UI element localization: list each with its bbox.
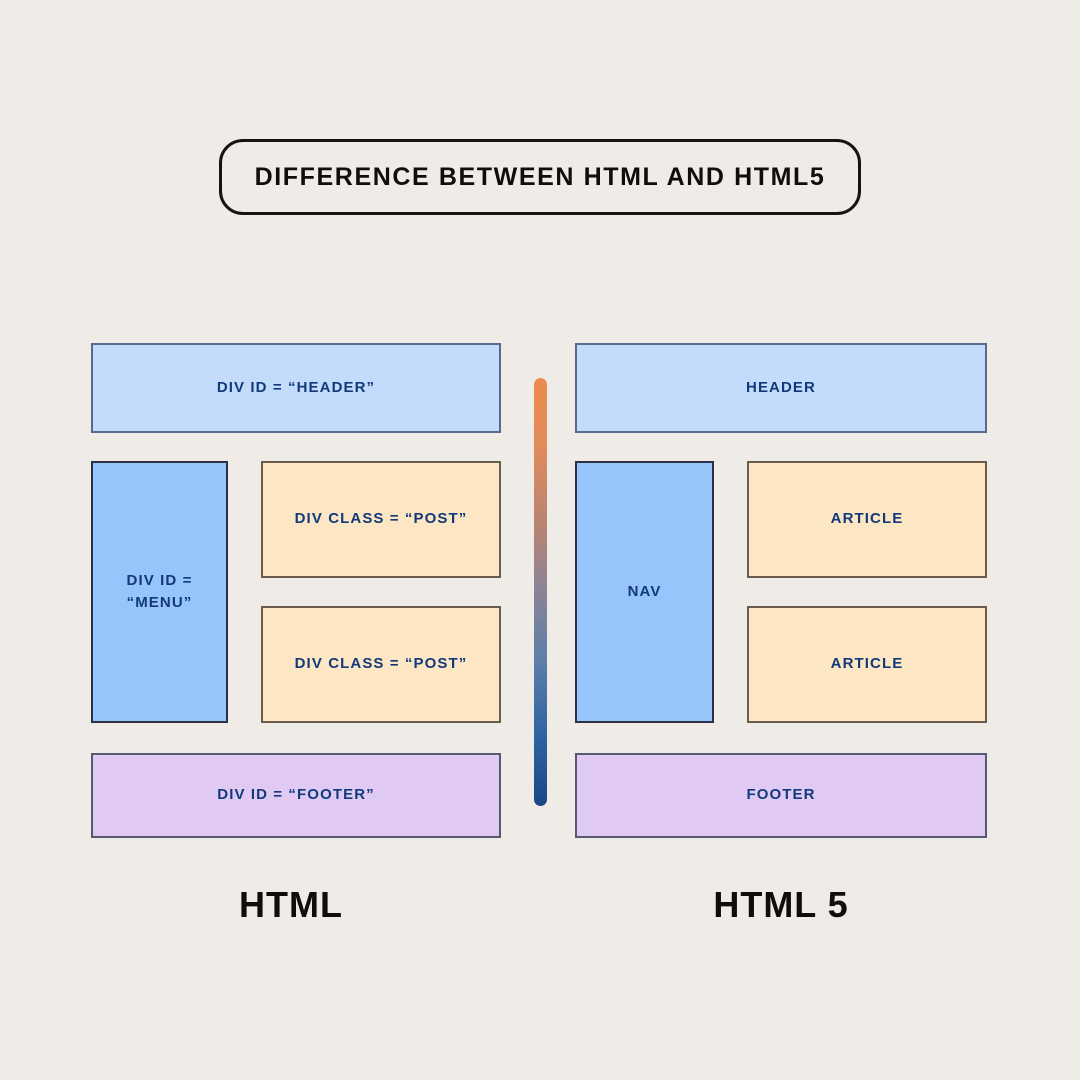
html5-nav-box: NAV xyxy=(575,461,714,723)
caption-html: HTML xyxy=(239,884,343,925)
gradient-divider xyxy=(534,378,547,806)
html-menu-box: DIV ID =“MENU” xyxy=(91,461,228,723)
html-post-box-1: DIV CLASS = “POST” xyxy=(261,461,501,578)
title-box: DIFFERENCE BETWEEN HTML AND HTML5 xyxy=(219,139,861,215)
html5-article-box-1: ARTICLE xyxy=(747,461,987,578)
html5-header-box: HEADER xyxy=(575,343,987,433)
html5-footer-box: FOOTER xyxy=(575,753,987,838)
html-menu-label: DIV ID =“MENU” xyxy=(126,571,193,612)
html-footer-box: DIV ID = “FOOTER” xyxy=(91,753,501,838)
page-title: DIFFERENCE BETWEEN HTML AND HTML5 xyxy=(254,162,826,191)
html-post-box-2: DIV CLASS = “POST” xyxy=(261,606,501,723)
html5-article-box-2: ARTICLE xyxy=(747,606,987,723)
caption-html5: HTML 5 xyxy=(713,884,849,925)
html-header-box: DIV ID = “HEADER” xyxy=(91,343,501,433)
